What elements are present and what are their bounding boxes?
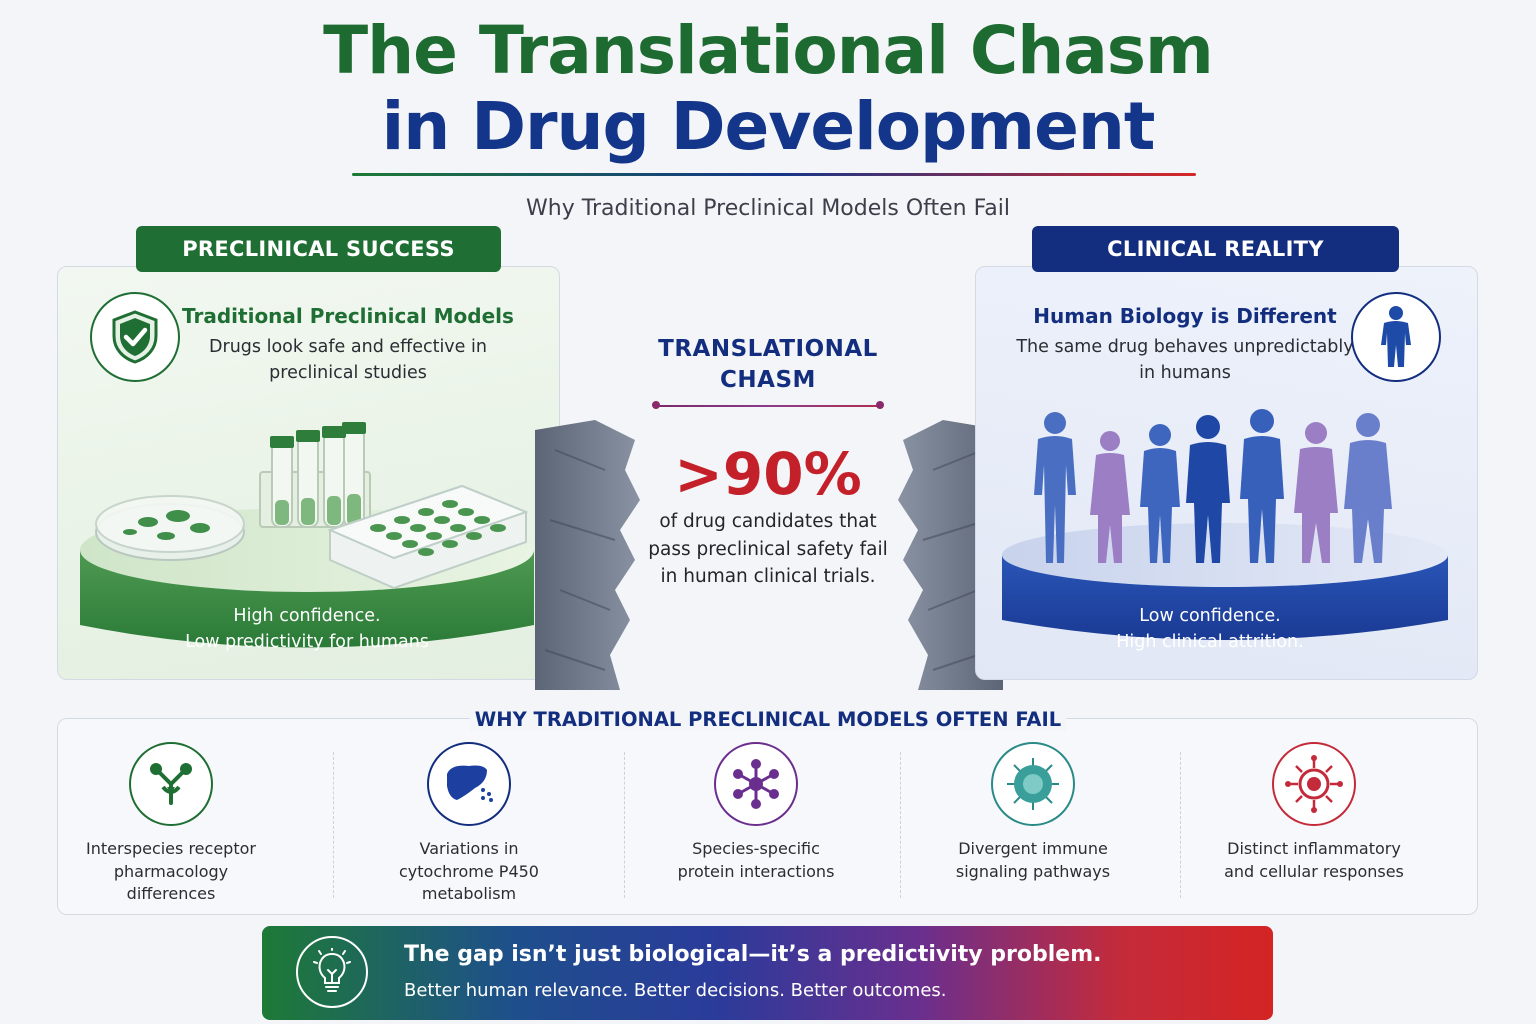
reason-item: Species-specific protein interactions <box>676 742 836 883</box>
banner-tagline: Better human relevance. Better decisions… <box>404 980 947 1001</box>
reason-label: Divergent immune signaling pathways <box>955 839 1111 881</box>
test-tubes-icon <box>259 422 371 528</box>
preclinical-description: Drugs look safe and effective in preclin… <box>209 337 487 383</box>
clinical-reality-tab: CLINICAL REALITY <box>1032 226 1399 272</box>
protein-network-icon <box>714 742 798 826</box>
clinical-caption: Low confidence. High clinical attrition. <box>1116 606 1304 652</box>
reason-item: Variations in cytochrome P450 metabolism <box>384 742 554 906</box>
reason-item: Divergent immune signaling pathways <box>946 742 1120 883</box>
clinical-heading: Human Biology is Different <box>1033 304 1337 328</box>
inflammation-icon <box>1272 742 1356 826</box>
reason-item: Distinct inflammatory and cellular respo… <box>1218 742 1410 883</box>
preclinical-caption: High confidence. Low predictivity for hu… <box>185 606 429 652</box>
reasons-heading: WHY TRADITIONAL PRECLINICAL MODELS OFTEN… <box>470 708 1066 731</box>
petri-dish-icon <box>95 495 245 561</box>
people-group-icon <box>1034 409 1392 563</box>
human-population-illustration <box>1002 409 1448 640</box>
separator <box>900 752 901 898</box>
key-message-banner <box>262 926 1273 1020</box>
lab-equipment-illustration <box>80 422 534 648</box>
preclinical-success-tab: PRECLINICAL SUCCESS <box>136 226 501 272</box>
immune-cell-icon <box>991 742 1075 826</box>
left-cliff-illustration <box>535 420 640 690</box>
receptor-icon <box>129 742 213 826</box>
well-plate-icon <box>327 484 529 590</box>
lightbulb-icon <box>296 936 368 1008</box>
separator <box>333 752 334 898</box>
reason-label: Species-specific protein interactions <box>677 839 835 881</box>
page-subtitle: Why Traditional Preclinical Models Often… <box>526 196 1010 221</box>
shield-check-icon <box>90 292 180 382</box>
clinical-description: The same drug behaves unpredictably in h… <box>1016 337 1354 383</box>
divider-dot-left <box>652 401 660 409</box>
chasm-divider <box>656 405 880 407</box>
separator <box>1180 752 1181 898</box>
page-title-line-2: in Drug Development <box>381 88 1156 165</box>
failure-rate-stat: >90% <box>674 440 862 508</box>
person-icon <box>1351 292 1441 382</box>
chasm-title: TRANSLATIONAL CHASM <box>658 336 878 393</box>
title-divider <box>352 173 1196 176</box>
failure-rate-description: of drug candidates that pass preclinical… <box>648 511 888 587</box>
banner-headline: The gap isn’t just biological—it’s a pre… <box>404 942 1102 967</box>
preclinical-heading: Traditional Preclinical Models <box>182 304 514 328</box>
reason-item: Interspecies receptor pharmacology diffe… <box>70 742 272 906</box>
reason-label: Distinct inflammatory and cellular respo… <box>1224 839 1404 881</box>
liver-icon <box>427 742 511 826</box>
separator <box>624 752 625 898</box>
reason-label: Variations in cytochrome P450 metabolism <box>399 839 539 903</box>
reason-label: Interspecies receptor pharmacology diffe… <box>86 839 256 903</box>
page-title-line-1: The Translational Chasm <box>323 12 1214 89</box>
divider-dot-right <box>876 401 884 409</box>
